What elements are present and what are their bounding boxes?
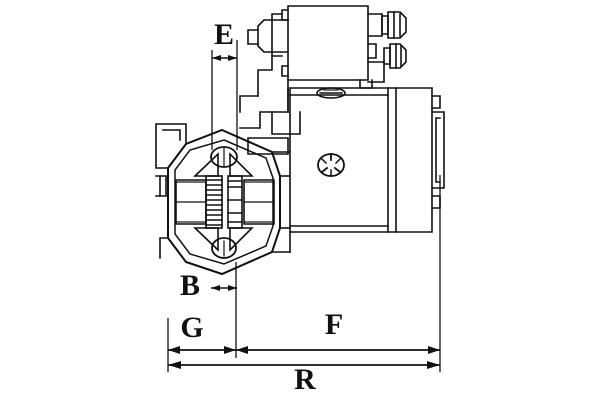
housing-to-body-links [271,151,291,253]
motor-body [289,87,433,233]
arrow-g-right [224,346,236,354]
arrow-e-right [228,55,237,61]
dimension-label-b: B [180,269,200,302]
arrow-b-left [211,285,220,291]
drive-end-housing [167,128,281,276]
arrow-g-left [168,346,180,354]
dimension-label-r: R [294,363,316,396]
dimension-label-e: E [214,18,234,51]
dimension-label-g: G [180,311,203,344]
dimension-arrowheads [168,55,440,369]
arrow-r-right [427,361,440,369]
arrow-b-right [228,285,237,291]
mounting-flange [155,123,187,259]
dimension-label-f: F [325,308,343,341]
oval-plug-detail [316,87,346,99]
dimension-system [167,40,441,372]
terminal-stud-lower [383,43,407,69]
neck-plate-detail [247,137,289,155]
bolt-head-detail [317,153,345,177]
arrow-e-left [212,55,221,61]
arrow-f-right [428,346,440,354]
solenoid-neck [239,19,301,135]
arrow-r-left [168,361,181,369]
arrow-f-left [236,346,248,354]
terminal-stud-upper [381,11,407,39]
pinion-gear-detail [175,175,275,229]
